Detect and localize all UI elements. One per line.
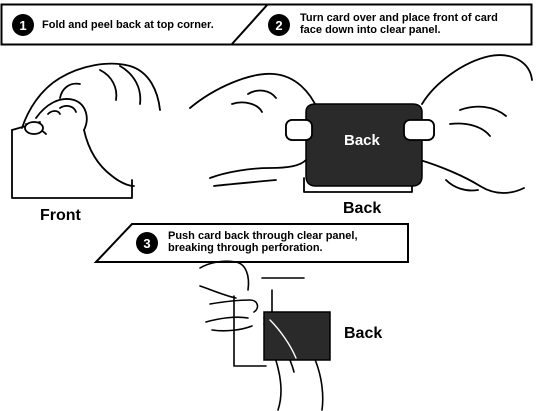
back-label-step2: Back	[343, 200, 382, 217]
step-1-badge: 1	[12, 14, 34, 36]
step-2-text-line1: Turn card over and place front of card	[300, 12, 498, 24]
step-2-badge: 2	[268, 14, 290, 36]
top-banner: 1 Fold and peel back at top corner. 2 Tu…	[0, 0, 542, 48]
step-1-text: Fold and peel back at top corner.	[42, 19, 214, 31]
front-label: Front	[40, 207, 81, 224]
back-card	[305, 103, 423, 187]
step-2-text-line2: face down into clear panel.	[300, 24, 441, 36]
back-label-step3: Back	[344, 325, 383, 342]
banner-frame	[0, 3, 533, 46]
step-3-dark-card	[263, 311, 331, 361]
card-back-label: Back	[344, 132, 380, 149]
